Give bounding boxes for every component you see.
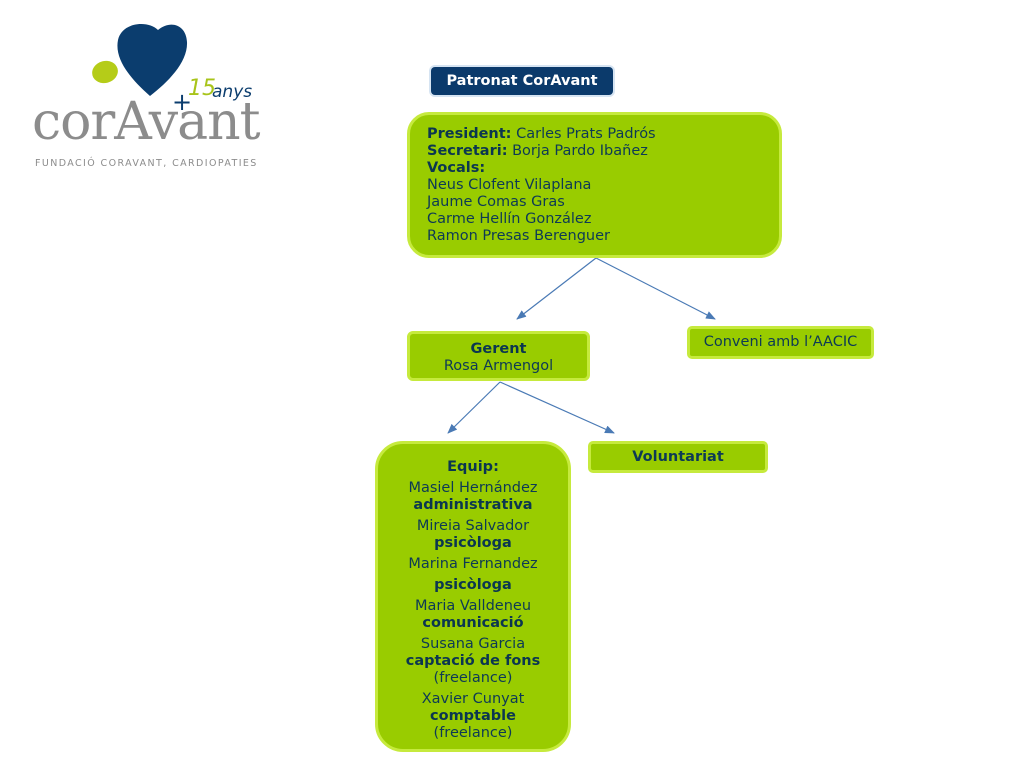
vocal-item: Neus Clofent Vilaplana xyxy=(427,177,592,193)
logo-brand-name: corAvant xyxy=(32,92,260,152)
heart-shape xyxy=(117,24,188,97)
member-name: Masiel Hernández xyxy=(408,480,538,496)
member-name: Mireia Salvador xyxy=(416,518,530,534)
arrow-gerent-to-equip xyxy=(447,381,501,434)
logo-tagline: FUNDACIÓ CORAVANT, CARDIOPATIES xyxy=(35,158,258,169)
arrow-gerent-to-voluntariat xyxy=(499,381,615,434)
vocal-item: Carme Hellín González xyxy=(427,211,592,227)
member-note: (freelance) xyxy=(433,725,513,741)
gerent-label: Gerent xyxy=(470,341,527,357)
secretary-name: Borja Pardo Ibañez xyxy=(512,143,648,159)
equip-label: Equip: xyxy=(447,459,499,475)
vocals-label-row: Vocals: xyxy=(427,160,779,177)
voluntariat-label: Voluntariat xyxy=(632,448,724,465)
heart-logo-icon xyxy=(92,24,188,97)
member-note: (freelance) xyxy=(433,670,513,686)
member-name: Xavier Cunyat xyxy=(421,691,525,707)
conveni-label: Conveni amb l’AACIC xyxy=(703,334,858,350)
member-role: comunicació xyxy=(422,615,524,631)
gerent-name: Rosa Armengol xyxy=(443,358,554,374)
arrow-board-to-conveni xyxy=(595,257,716,320)
vocal-item: Jaume Comas Gras xyxy=(427,194,565,210)
conveni-box: Conveni amb l’AACIC xyxy=(687,326,874,359)
member-role: captació de fons xyxy=(405,653,541,669)
member-name: Marina Fernandez xyxy=(408,556,538,572)
logo-anniversary-word: anys xyxy=(212,82,253,102)
green-dot-icon xyxy=(92,60,118,84)
member-name: Maria Valldeneu xyxy=(414,598,532,614)
president-name: Carles Prats Padrós xyxy=(516,126,656,142)
member-role: psicòloga xyxy=(434,535,512,551)
member-role: comptable xyxy=(430,708,516,724)
patronat-title-box: Patronat CorAvant xyxy=(431,67,613,95)
vocal-item: Ramon Presas Berenguer xyxy=(427,228,610,244)
coravant-logo: + 15 anys corAvant FUNDACIÓ CORAVANT, CA… xyxy=(30,22,270,169)
member-name: Susana Garcia xyxy=(420,636,526,652)
vocals-label: Vocals: xyxy=(427,160,486,176)
member-role: administrativa xyxy=(413,497,533,513)
logo-anniversary-number: 15 xyxy=(188,76,216,101)
secretary-label: Secretari: xyxy=(427,143,508,159)
logo-plus-sign: + xyxy=(172,88,193,116)
secretary-row: Secretari: Borja Pardo Ibañez xyxy=(427,143,779,160)
gerent-box: Gerent Rosa Armengol xyxy=(407,331,590,381)
voluntariat-box: Voluntariat xyxy=(588,441,768,473)
equip-box: Equip: Masiel Hernández administrativa M… xyxy=(375,441,571,752)
president-label: President: xyxy=(427,126,512,142)
board-box: President: Carles Prats Padrós Secretari… xyxy=(407,112,782,258)
member-role: psicòloga xyxy=(434,577,512,593)
arrow-board-to-gerent xyxy=(516,257,597,320)
president-row: President: Carles Prats Padrós xyxy=(427,126,779,143)
